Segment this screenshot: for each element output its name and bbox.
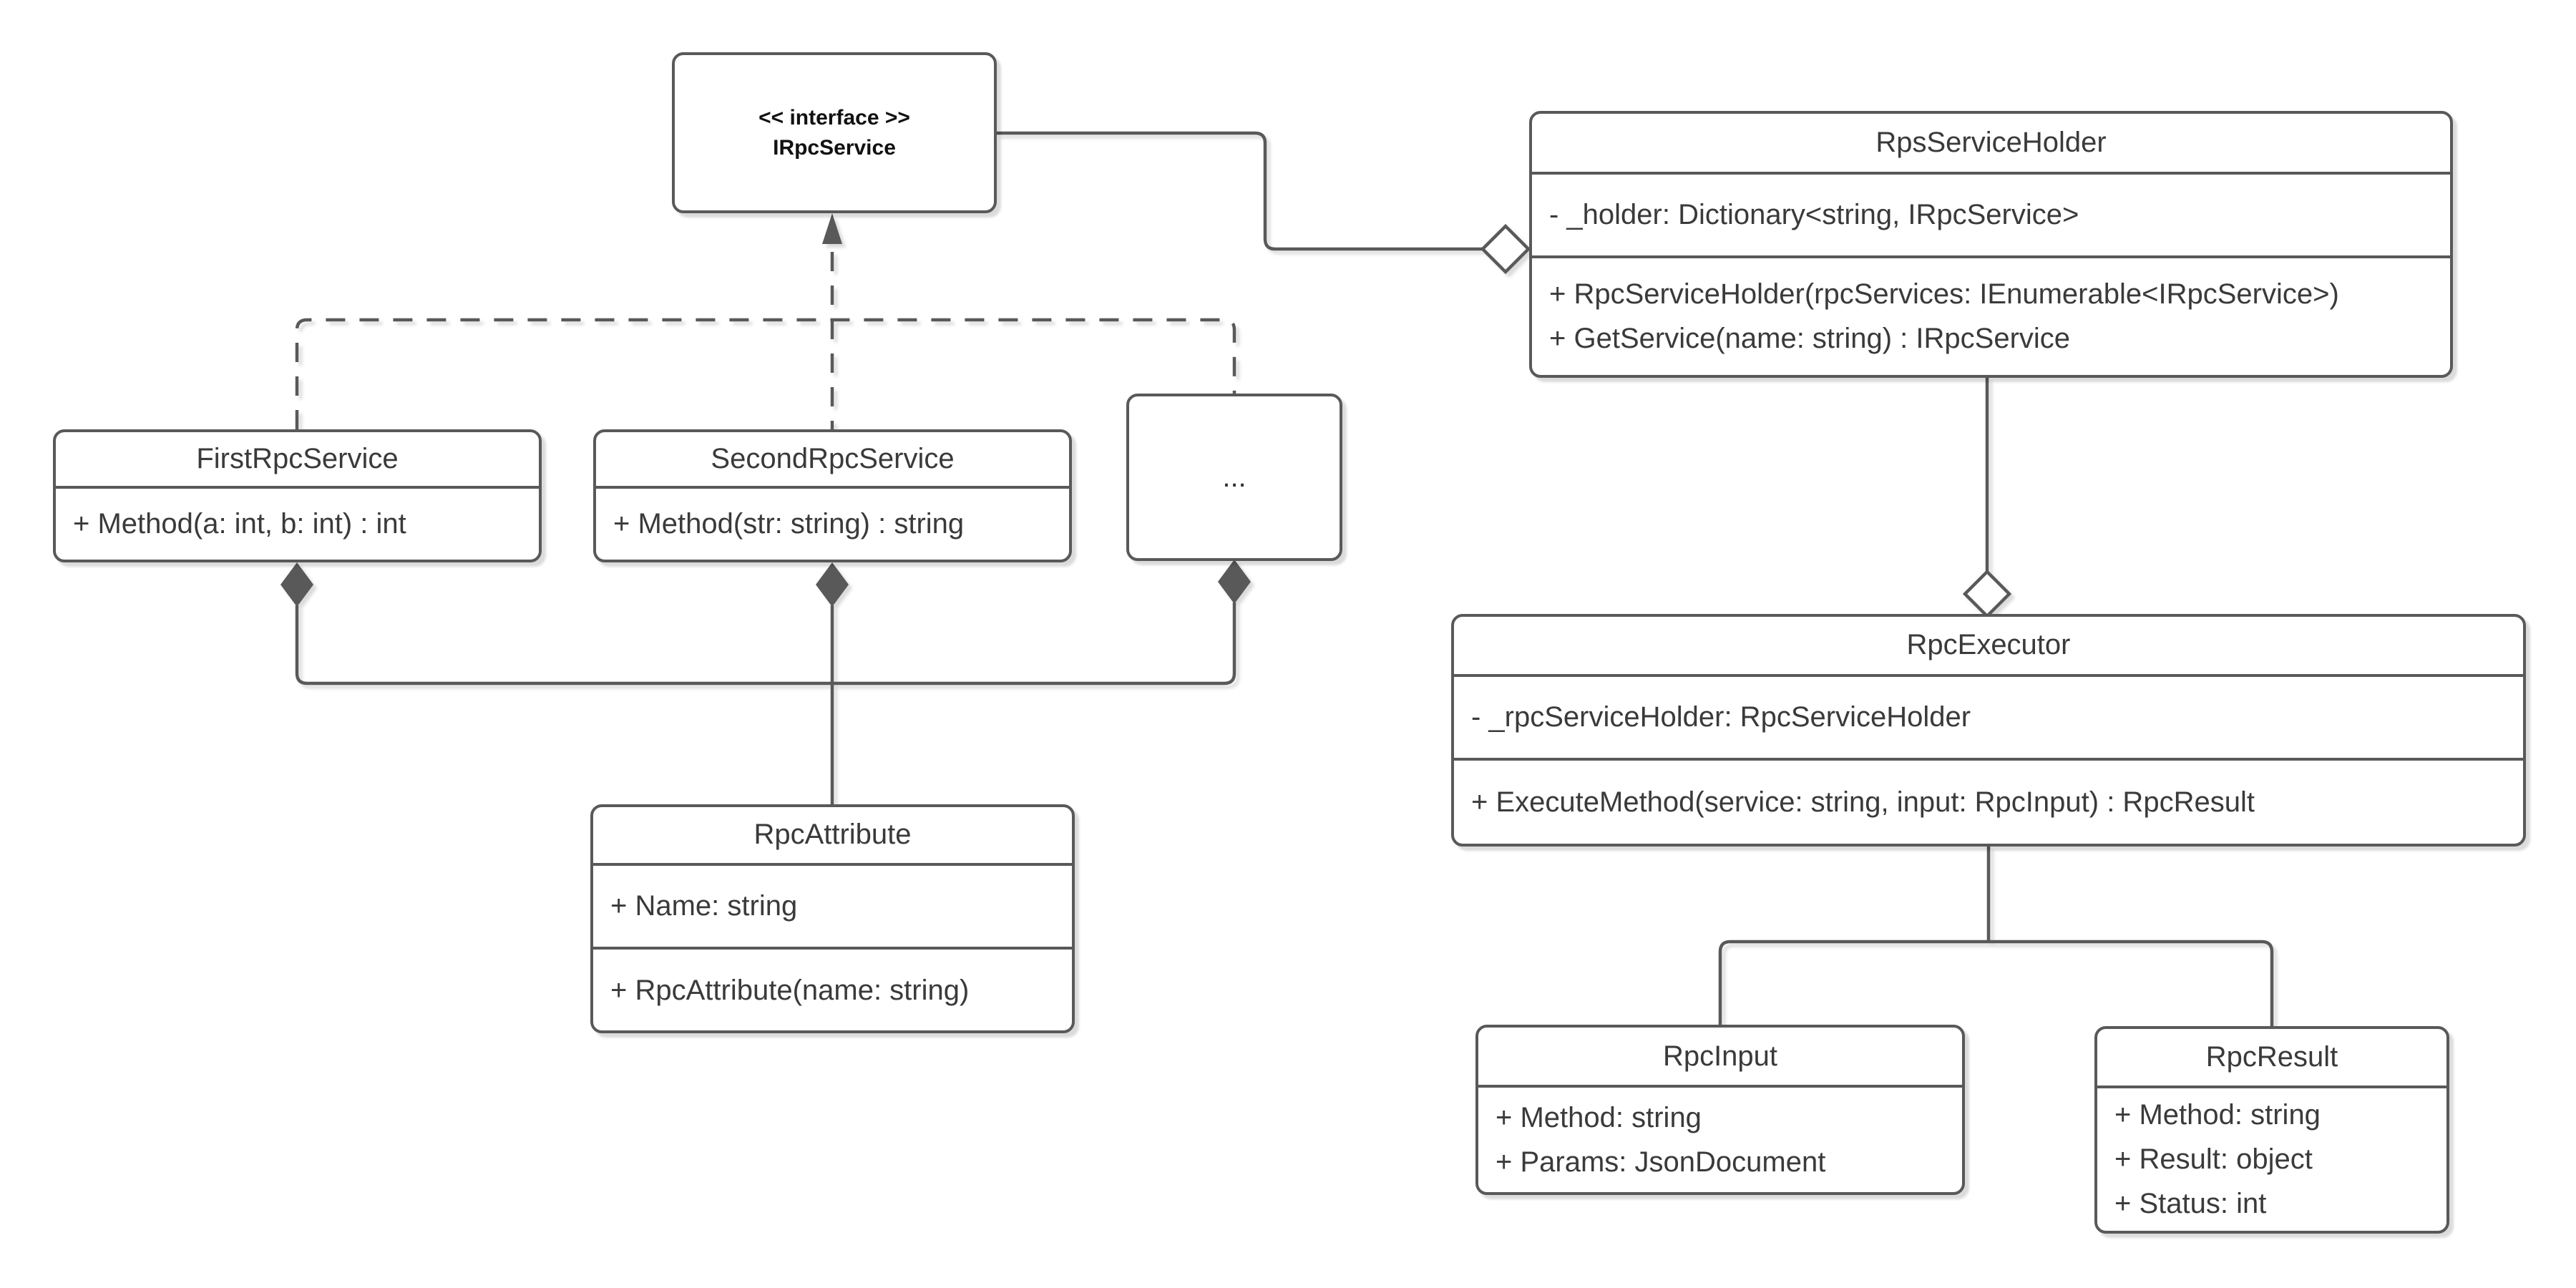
attribute-row: + Method: string [2114,1099,2321,1131]
attribute-row: + Result: object [2114,1143,2313,1176]
interface-name: IRpcService [773,135,896,160]
class-title: SecondRpcService [711,442,955,474]
class-title: RpcResult [2205,1040,2338,1073]
ellipsis-label: ... [1222,461,1246,493]
class-secondrpcservice: SecondRpcService + Method(str: string) :… [593,429,1072,562]
class-title: RpcInput [1662,1040,1778,1072]
attribute-row: - _holder: Dictionary<string, IRpcServic… [1549,199,2079,231]
attribute-row: + Name: string [610,890,798,922]
class-rpcattribute: RpcAttribute + Name: string + RpcAttribu… [590,804,1075,1033]
class-firstrpcservice: FirstRpcService + Method(a: int, b: int)… [53,429,542,562]
association-edge-executor-children [1718,847,2274,1026]
aggregation-diamond-icon [1962,569,2012,619]
composition-diamond-icon [816,562,849,607]
realization-arrow-icon [822,213,842,244]
method-row: + RpcServiceHolder(rpcServices: IEnumera… [1549,278,2339,311]
class-ellipsis-placeholder: ... [1126,394,1342,561]
attribute-row: + Status: int [2114,1188,2267,1220]
class-title: RpcAttribute [753,819,912,851]
aggregation-diamond-icon [1480,223,1531,275]
class-rpsserviceholder: RpsServiceHolder - _holder: Dictionary<s… [1529,111,2453,378]
aggregation-edge-holder [997,131,1483,251]
realization-edge [295,252,1236,429]
attribute-row: - _rpcServiceHolder: RpcServiceHolder [1471,701,1971,733]
attribute-row: + Params: JsonDocument [1496,1146,1826,1179]
attribute-row: + Method: string [1496,1102,1702,1134]
composition-diamond-icon [1218,560,1251,604]
class-rpcinput: RpcInput + Method: string + Params: Json… [1475,1025,1965,1195]
method-row: + Method(a: int, b: int) : int [73,508,406,540]
class-rpcresult: RpcResult + Method: string + Result: obj… [2094,1026,2449,1234]
composition-diamond-icon [280,562,313,607]
class-irpcservice-interface: << interface >> IRpcService [672,52,997,213]
class-title: RpcExecutor [1906,629,2071,661]
method-row: + Method(str: string) : string [613,508,965,540]
method-row: + GetService(name: string) : IRpcService [1549,323,2071,355]
interface-stereotype: << interface >> [758,105,910,130]
method-row: + ExecuteMethod(service: string, input: … [1471,786,2255,819]
class-title: FirstRpcService [196,442,399,474]
class-rpcexecutor: RpcExecutor - _rpcServiceHolder: RpcServ… [1451,614,2526,847]
method-row: + RpcAttribute(name: string) [610,974,970,1006]
class-title: RpsServiceHolder [1875,127,2107,159]
composition-edge-attribute [295,602,1236,804]
